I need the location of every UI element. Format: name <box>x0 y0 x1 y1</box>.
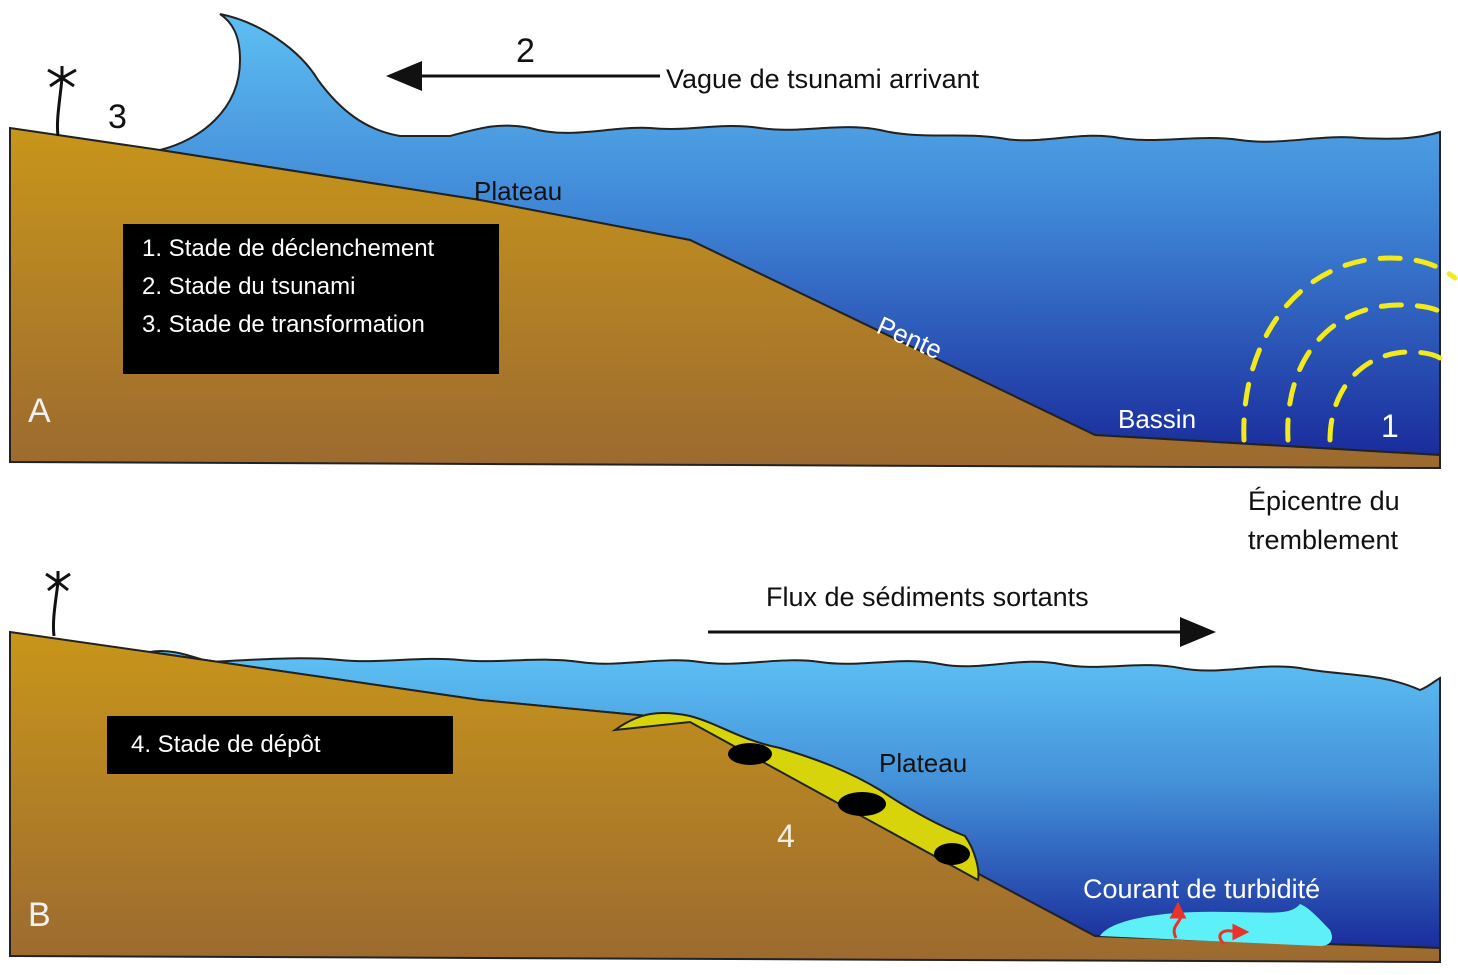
stage-1-number: 1 <box>1381 408 1399 444</box>
epicenter-label-line1: Épicentre du <box>1248 486 1400 516</box>
legend-b: 4. Stade de dépôt <box>107 716 453 774</box>
flux-label: Flux de sédiments sortants <box>766 582 1089 612</box>
plateau-label-b: Plateau <box>879 748 968 778</box>
palm-tree-icon <box>47 66 77 137</box>
turbidity-current <box>1100 904 1332 946</box>
sediment-deposit <box>611 711 980 882</box>
turbidity-label: Courant de turbidité <box>1083 874 1321 904</box>
turbulence-arrows-icon <box>1169 901 1250 946</box>
panel-a <box>9 13 1458 470</box>
palm-tree-icon <box>45 571 71 637</box>
basin-label: Bassin <box>1118 404 1197 434</box>
stage-3-number: 3 <box>108 98 127 136</box>
seismic-rings <box>1241 255 1458 443</box>
legend-item: 4. Stade de dépôt <box>131 731 321 758</box>
legend-a: 1. Stade de déclenchement 2. Stade du ts… <box>123 224 499 374</box>
panel-a-letter: A <box>28 392 51 430</box>
seabed-land-b <box>9 630 1441 964</box>
ocean-water-a <box>159 13 1441 457</box>
epicenter-label-line2: tremblement <box>1248 525 1399 555</box>
boulder <box>934 843 970 865</box>
legend-item: 1. Stade de déclenchement <box>142 235 435 262</box>
plateau-label-a: Plateau <box>474 176 563 206</box>
seabed-land-a <box>9 126 1441 470</box>
panel-b <box>9 571 1441 964</box>
ocean-water-b <box>149 650 1441 950</box>
stage-2-number: 2 <box>516 32 535 70</box>
legend-item: 3. Stade de transformation <box>142 311 425 338</box>
panel-b-letter: B <box>28 896 51 934</box>
wave-label: Vague de tsunami arrivant <box>666 64 980 94</box>
boulder <box>728 743 772 765</box>
legend-item: 2. Stade du tsunami <box>142 273 356 300</box>
stage-4-number: 4 <box>777 818 795 854</box>
boulder <box>838 792 886 816</box>
